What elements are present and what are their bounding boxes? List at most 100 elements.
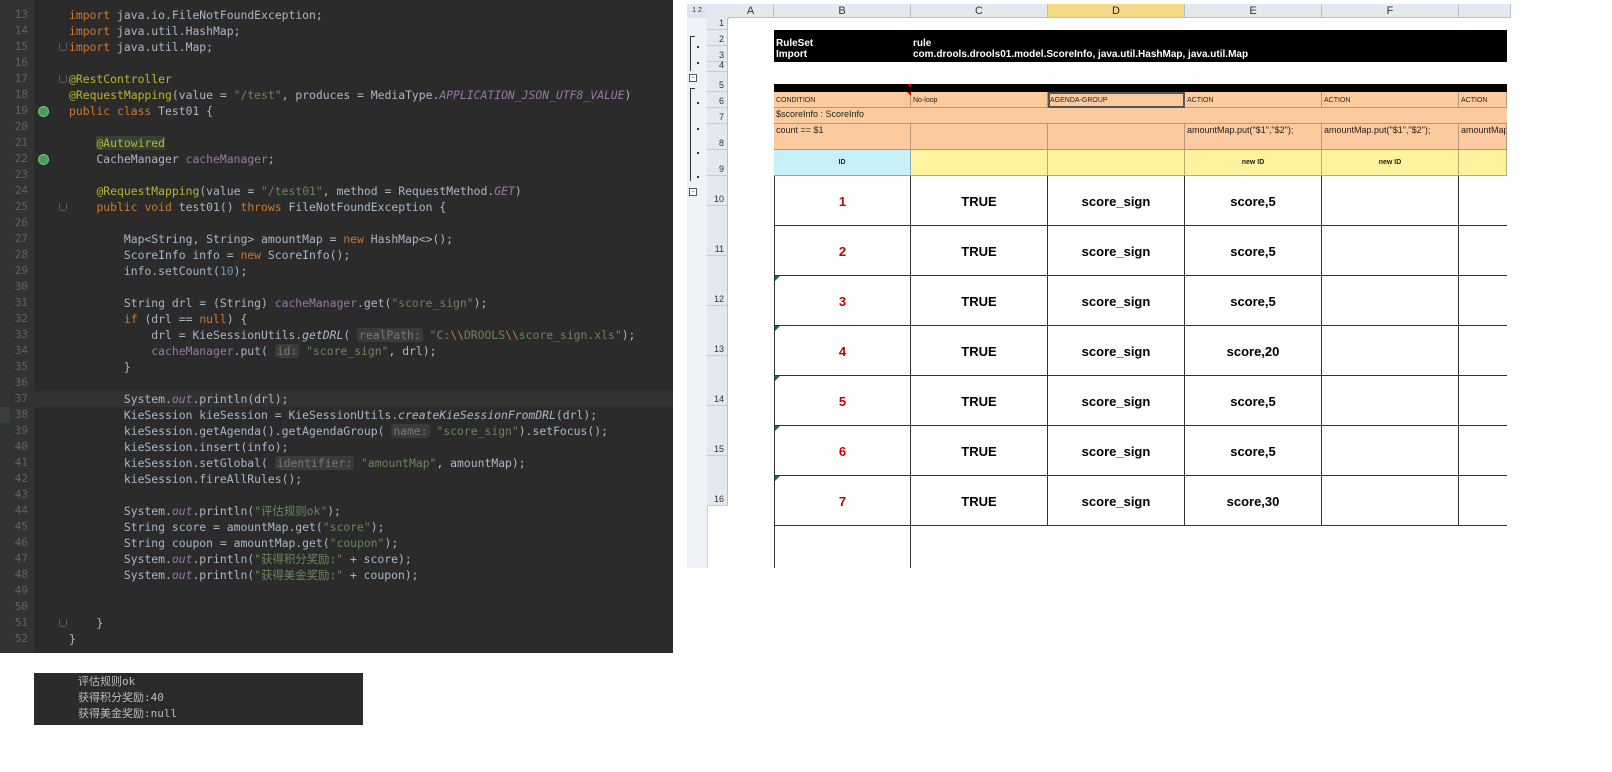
code-line[interactable]: 29 info.setCount(10);: [0, 263, 673, 279]
data-cell[interactable]: [1322, 176, 1459, 226]
code-line[interactable]: 48 System.out.println("获得美金奖励:" + coupon…: [0, 567, 673, 583]
data-cell[interactable]: 4: [774, 326, 911, 376]
data-cell[interactable]: 2: [774, 226, 911, 276]
line-number[interactable]: 40: [14, 440, 28, 453]
code-line[interactable]: 36: [0, 375, 673, 391]
row-header-2[interactable]: 2: [707, 30, 728, 46]
data-cell[interactable]: score,30: [1185, 476, 1322, 526]
line-number[interactable]: 29: [14, 264, 28, 277]
data-cell[interactable]: 1: [774, 176, 911, 226]
data-cell[interactable]: [1459, 426, 1507, 476]
code-line[interactable]: 17@RestController: [0, 71, 673, 87]
import-value-cell[interactable]: com.drools.drools01.model.ScoreInfo, jav…: [911, 46, 1507, 62]
code-line[interactable]: 34 cacheManager.put( id: "score_sign", d…: [0, 343, 673, 359]
line-number[interactable]: 28: [14, 248, 28, 261]
line-number[interactable]: 22: [14, 152, 28, 165]
line-number[interactable]: 18: [14, 88, 28, 101]
row-header-16[interactable]: 16: [707, 456, 728, 506]
line-number[interactable]: 24: [14, 184, 28, 197]
line-number[interactable]: 33: [14, 328, 28, 341]
data-cell[interactable]: 6: [774, 426, 911, 476]
row-header-8[interactable]: 8: [707, 124, 728, 150]
line-number[interactable]: 31: [14, 296, 28, 309]
code-line[interactable]: 37 System.out.println(drl);: [0, 391, 673, 407]
data-cell[interactable]: score,5: [1185, 176, 1322, 226]
code-line[interactable]: 39 kieSession.getAgenda().getAgendaGroup…: [0, 423, 673, 439]
data-cell-partial[interactable]: [774, 526, 911, 568]
code-line[interactable]: 21 @Autowired: [0, 135, 673, 151]
data-cell[interactable]: score,5: [1185, 426, 1322, 476]
line-number[interactable]: 39: [14, 424, 28, 437]
code-line[interactable]: 46 String coupon = amountMap.get("coupon…: [0, 535, 673, 551]
row-header-11[interactable]: 11: [707, 206, 728, 256]
fold-marker-icon[interactable]: [59, 203, 67, 211]
header-cell[interactable]: ACTION: [1459, 92, 1507, 108]
line-number[interactable]: 38: [14, 408, 28, 421]
data-cell[interactable]: [1322, 326, 1459, 376]
column-header-g[interactable]: [1459, 4, 1511, 18]
row-header-13[interactable]: 13: [707, 306, 728, 356]
column-header-b[interactable]: B: [774, 4, 911, 18]
data-cell[interactable]: score_sign: [1048, 326, 1185, 376]
line-number[interactable]: 44: [14, 504, 28, 517]
data-cell[interactable]: score_sign: [1048, 276, 1185, 326]
data-cell[interactable]: score_sign: [1048, 376, 1185, 426]
line-number[interactable]: 45: [14, 520, 28, 533]
data-cell[interactable]: TRUE: [911, 426, 1048, 476]
code-line[interactable]: 50: [0, 599, 673, 615]
data-cell[interactable]: [1322, 476, 1459, 526]
data-cell[interactable]: [1459, 476, 1507, 526]
line-number[interactable]: 27: [14, 232, 28, 245]
code-line[interactable]: 47 System.out.println("获得积分奖励:" + score)…: [0, 551, 673, 567]
header-cell[interactable]: No-loop: [911, 92, 1048, 108]
code-line[interactable]: 45 String score = amountMap.get("score")…: [0, 519, 673, 535]
data-cell[interactable]: [1459, 226, 1507, 276]
line-number[interactable]: 30: [14, 280, 28, 293]
header-cell[interactable]: CONDITION: [774, 92, 911, 108]
data-cell[interactable]: score_sign: [1048, 176, 1185, 226]
line-number[interactable]: 49: [14, 584, 28, 597]
data-cell[interactable]: TRUE: [911, 276, 1048, 326]
data-cell[interactable]: score,20: [1185, 326, 1322, 376]
row-header-10[interactable]: 10: [707, 176, 728, 206]
line-number[interactable]: 32: [14, 312, 28, 325]
line-number[interactable]: 43: [14, 488, 28, 501]
line-number[interactable]: 25: [14, 200, 28, 213]
line-number[interactable]: 14: [14, 24, 28, 37]
row-header-6[interactable]: 6: [707, 92, 728, 108]
code-line[interactable]: 18@RequestMapping(value = "/test", produ…: [0, 87, 673, 103]
code-line[interactable]: 20: [0, 119, 673, 135]
label-cell[interactable]: new ID: [1322, 150, 1459, 176]
bean-gutter-icon[interactable]: [38, 106, 49, 117]
label-cell[interactable]: ID: [774, 150, 911, 176]
data-cell[interactable]: 3: [774, 276, 911, 326]
data-cell[interactable]: TRUE: [911, 176, 1048, 226]
data-cell[interactable]: score_sign: [1048, 426, 1185, 476]
column-header-d[interactable]: D: [1048, 4, 1185, 18]
row-header-1[interactable]: 1: [707, 18, 728, 30]
line-number[interactable]: 51: [14, 616, 28, 629]
row-header-7[interactable]: 7: [707, 108, 728, 124]
code-line[interactable]: 28 ScoreInfo info = new ScoreInfo();: [0, 247, 673, 263]
fold-marker-icon[interactable]: [59, 619, 67, 627]
line-number[interactable]: 15: [14, 40, 28, 53]
line-number[interactable]: 47: [14, 552, 28, 565]
row-header-14[interactable]: 14: [707, 356, 728, 406]
row-header-5[interactable]: 5: [707, 72, 728, 92]
bean-gutter-icon[interactable]: [38, 154, 49, 165]
line-number[interactable]: 48: [14, 568, 28, 581]
data-cell[interactable]: TRUE: [911, 226, 1048, 276]
line-number[interactable]: 20: [14, 120, 28, 133]
code-line[interactable]: 35 }: [0, 359, 673, 375]
data-cell[interactable]: [1459, 176, 1507, 226]
code-line[interactable]: 32 if (drl == null) {: [0, 311, 673, 327]
code-line[interactable]: 42 kieSession.fireAllRules();: [0, 471, 673, 487]
code-line[interactable]: 22 CacheManager cacheManager;: [0, 151, 673, 167]
constraint-cell[interactable]: [911, 124, 1048, 150]
line-number[interactable]: 23: [14, 168, 28, 181]
constraint-cell[interactable]: [1048, 124, 1185, 150]
data-cell[interactable]: score,5: [1185, 226, 1322, 276]
